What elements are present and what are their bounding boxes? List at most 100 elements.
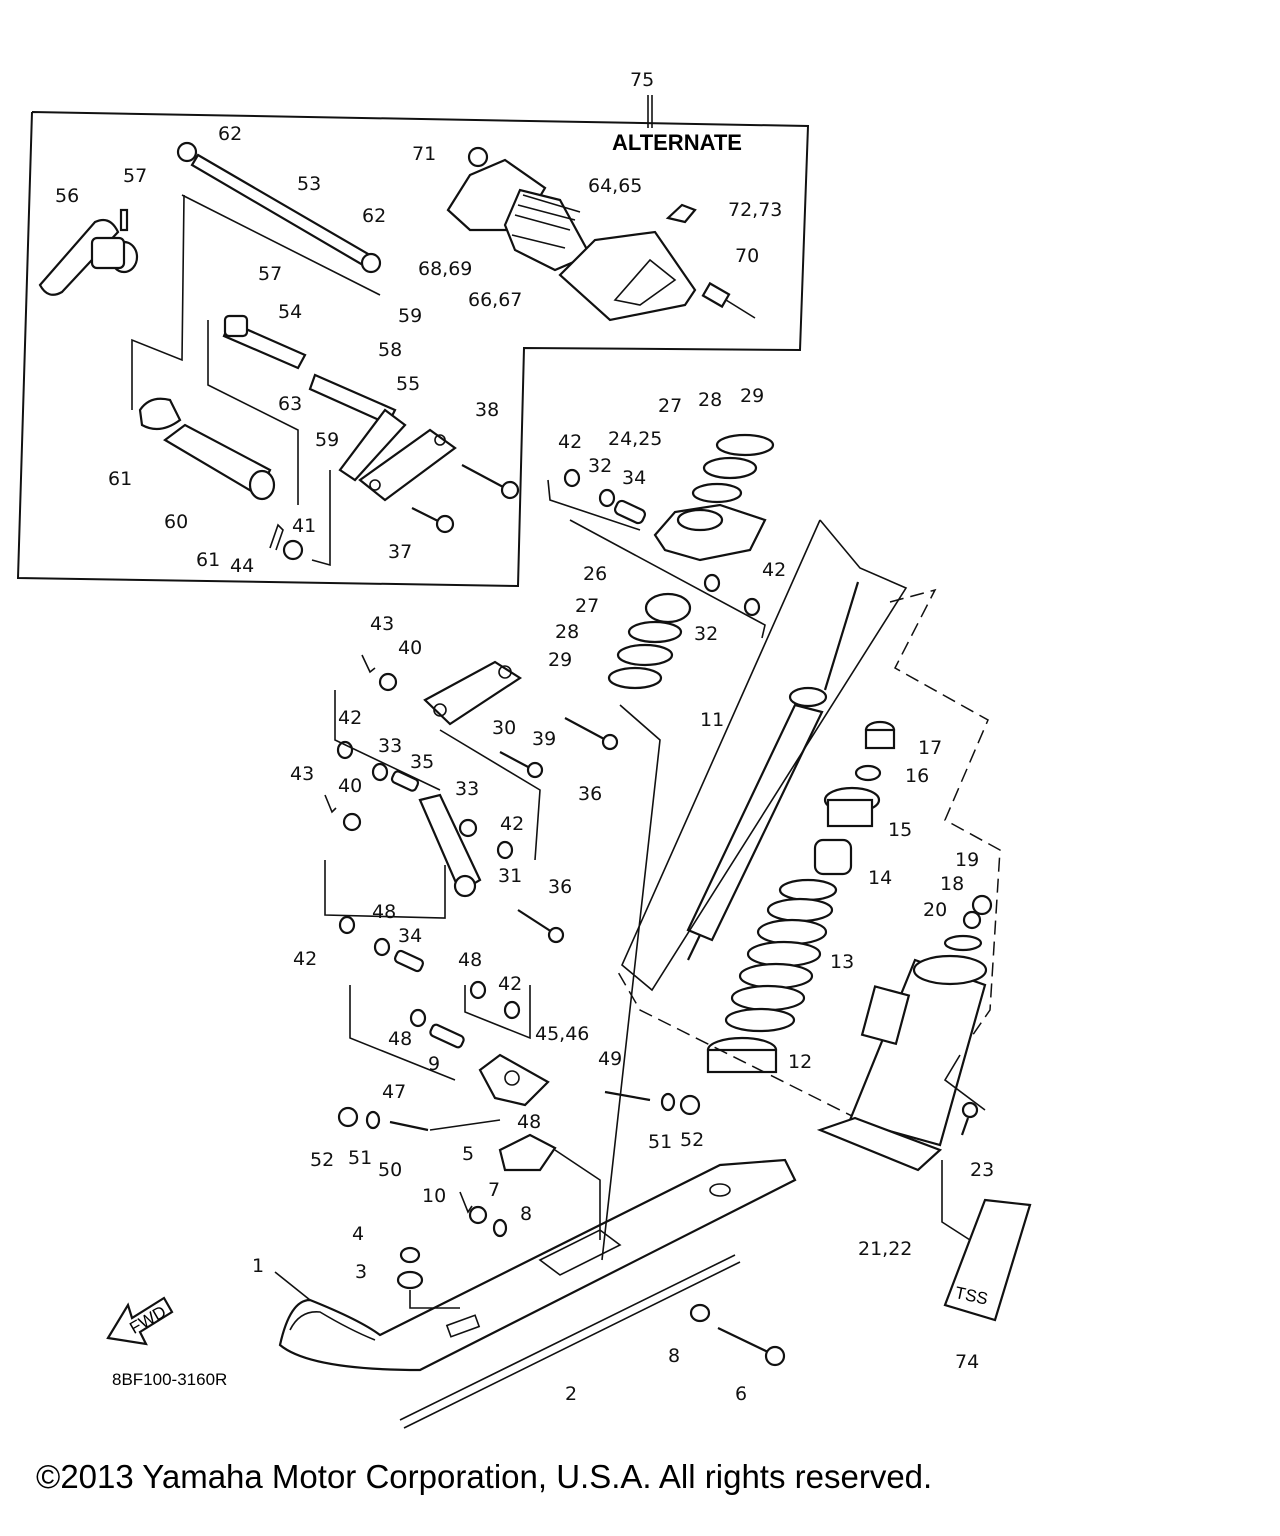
ski-mount-45-46 xyxy=(478,1053,550,1107)
callout-60: 60 xyxy=(164,511,188,533)
pin-10-nut-7-8 xyxy=(459,1191,508,1238)
shock-housing-dash xyxy=(617,588,1001,1141)
callout-9: 9 xyxy=(428,1053,440,1075)
callout-2: 2 xyxy=(565,1383,577,1405)
arm-31 xyxy=(418,793,482,898)
callout-3: 3 xyxy=(355,1261,367,1283)
washers-27-28-29-top xyxy=(691,433,775,504)
callout-52: 52 xyxy=(310,1149,334,1171)
callout-62: 62 xyxy=(218,123,242,145)
callout-74: 74 xyxy=(955,1351,979,1373)
small-bushings xyxy=(336,672,521,1049)
callout-38: 38 xyxy=(475,399,499,421)
callout-51: 51 xyxy=(648,1131,672,1153)
callout-17: 17 xyxy=(918,737,942,759)
callout-42: 42 xyxy=(558,431,582,453)
stopper-5 xyxy=(498,1133,557,1172)
callout-53: 53 xyxy=(297,173,321,195)
callout-61: 61 xyxy=(196,549,220,571)
callout-50: 50 xyxy=(378,1159,402,1181)
callout-32: 32 xyxy=(588,455,612,477)
bellows-60 xyxy=(163,423,276,501)
pivot-arm-56 xyxy=(38,218,139,296)
shaft-54 xyxy=(222,314,307,370)
housing-21-22 xyxy=(816,954,988,1172)
callout-27: 27 xyxy=(575,595,599,617)
callout-15: 15 xyxy=(888,819,912,841)
callout-32: 32 xyxy=(694,623,718,645)
callout-8: 8 xyxy=(668,1345,680,1367)
callout-21-22: 21,22 xyxy=(858,1238,912,1260)
callout-42: 42 xyxy=(500,813,524,835)
callout-41: 41 xyxy=(292,515,316,537)
callout-34: 34 xyxy=(622,467,646,489)
callout-48: 48 xyxy=(458,949,482,971)
callout-37: 37 xyxy=(388,541,412,563)
leader-lines xyxy=(131,194,986,1309)
callout-68-69: 68,69 xyxy=(418,258,472,280)
callout-72-73: 72,73 xyxy=(728,199,782,221)
callout-29: 29 xyxy=(740,385,764,407)
callout-36: 36 xyxy=(548,876,572,898)
callout-39: 39 xyxy=(532,728,556,750)
callout-42: 42 xyxy=(762,559,786,581)
callout-28: 28 xyxy=(698,389,722,411)
clip-44 xyxy=(269,523,284,551)
callout-20: 20 xyxy=(923,899,947,921)
callout-34: 34 xyxy=(398,925,422,947)
callout-8: 8 xyxy=(520,1203,532,1225)
alternate-label: ALTERNATE xyxy=(612,130,742,155)
callout-64-65: 64,65 xyxy=(588,175,642,197)
callout-54: 54 xyxy=(278,301,302,323)
nuts-51-52 xyxy=(337,1092,701,1130)
callout-48: 48 xyxy=(517,1111,541,1133)
callout-35: 35 xyxy=(410,751,434,773)
bushing-16 xyxy=(854,764,882,782)
bolts-49-50 xyxy=(389,1090,651,1132)
callout-63: 63 xyxy=(278,393,302,415)
callout-14: 14 xyxy=(868,867,892,889)
bolts-36-39 xyxy=(499,717,619,944)
callout-57: 57 xyxy=(123,165,147,187)
callout-48: 48 xyxy=(388,1028,412,1050)
drawing-code: 8BF100-3160R xyxy=(112,1370,227,1389)
alternate-inset-frame xyxy=(16,111,810,588)
collar-61 xyxy=(138,397,182,431)
clip-72-73 xyxy=(665,203,697,224)
callout-49: 49 xyxy=(598,1048,622,1070)
collar-26 xyxy=(644,592,692,624)
callout-52: 52 xyxy=(680,1129,704,1151)
spring-13 xyxy=(724,878,838,1033)
callout-43: 43 xyxy=(370,613,394,635)
bump-rubber-14 xyxy=(813,838,853,876)
callout-48: 48 xyxy=(372,901,396,923)
callout-71: 71 xyxy=(412,143,436,165)
callout-59: 59 xyxy=(398,305,422,327)
cap-17 xyxy=(864,720,896,750)
nut-19-18-20 xyxy=(943,894,993,952)
callout-56: 56 xyxy=(55,185,79,207)
bolt-37 xyxy=(411,507,455,534)
bolt-70 xyxy=(701,281,756,319)
callout-19: 19 xyxy=(955,849,979,871)
washer-8 xyxy=(689,1303,711,1323)
callout-24-25: 24,25 xyxy=(608,428,662,450)
callout-13: 13 xyxy=(830,951,854,973)
callout-36: 36 xyxy=(578,783,602,805)
callout-33: 33 xyxy=(455,778,479,800)
bushings-32-34-42 xyxy=(563,468,761,617)
callout-23: 23 xyxy=(970,1159,994,1181)
bolt-6 xyxy=(717,1327,786,1367)
callout-58: 58 xyxy=(378,339,402,361)
callout-33: 33 xyxy=(378,735,402,757)
callout-42: 42 xyxy=(498,973,522,995)
bracket-24-25 xyxy=(653,503,767,562)
callout-11: 11 xyxy=(700,709,724,731)
bolt-23 xyxy=(960,1101,979,1136)
callout-40: 40 xyxy=(398,637,422,659)
shaft-53 xyxy=(176,141,382,274)
ski-1 xyxy=(278,1158,797,1372)
callout-55: 55 xyxy=(396,373,420,395)
callout-27: 27 xyxy=(658,395,682,417)
callout-44: 44 xyxy=(230,555,254,577)
